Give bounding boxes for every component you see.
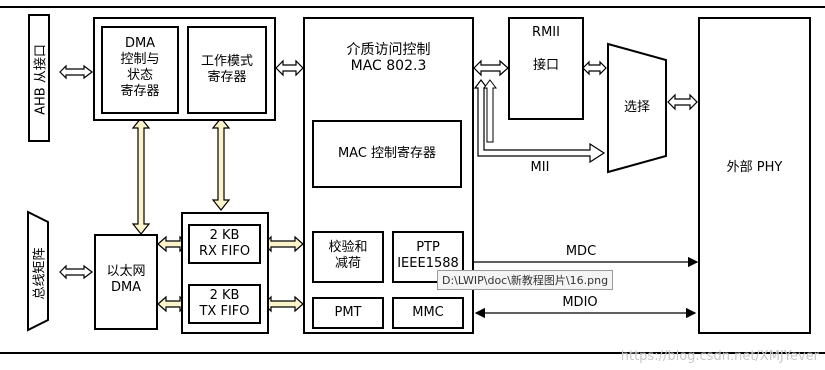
rmii-box — [508, 17, 584, 120]
arrow-select-to-phy — [667, 93, 698, 111]
rx-fifo-label: 2 KB RX FIFO — [198, 228, 251, 259]
watermark: https://blog.csdn.net/XMJYever — [620, 349, 819, 364]
ptp-label: PTP IEEE1588 — [397, 240, 459, 271]
pmt-box — [312, 297, 384, 329]
work-mode-box — [187, 26, 267, 114]
arrow-workmode-to-fifo — [211, 117, 231, 211]
pmt-label: PMT — [334, 305, 362, 320]
mac-ctrl-reg-label: MAC 控制寄存器 — [337, 146, 437, 161]
arrow-ahb-to-host — [59, 64, 93, 80]
mii-label: MII — [530, 160, 550, 175]
dma-control-box — [101, 26, 179, 114]
ptp-box — [392, 231, 464, 283]
eth-dma-label: 以太网 DMA — [106, 264, 146, 295]
arrow-dma-to-eth-dma — [131, 117, 151, 235]
mmc-box — [392, 297, 464, 329]
select-label: 选择 — [623, 100, 650, 115]
tx-fifo-label: 2 KB TX FIFO — [199, 288, 250, 319]
mac-ctrl-reg-box — [312, 120, 462, 188]
arrow-mii-inner — [483, 79, 497, 143]
ext-phy-label: 外部 PHY — [726, 160, 783, 175]
top-rule — [0, 6, 825, 8]
bottom-rule — [0, 352, 825, 354]
arrow-host-to-mac — [275, 59, 304, 77]
arrow-rx-to-mac — [263, 235, 304, 253]
rx-fifo-box — [188, 224, 261, 264]
arrow-tx-to-mac — [263, 295, 304, 313]
ahb-slave-label: AHB 从接口 — [33, 44, 49, 115]
mmc-label: MMC — [412, 305, 444, 320]
mdio-label: MDIO — [562, 295, 598, 310]
checksum-box — [312, 231, 384, 283]
bus-matrix-shape — [27, 210, 49, 332]
arrow-bus-to-dma — [59, 264, 93, 280]
arrow-rmii-to-select — [582, 60, 607, 76]
select-shape — [607, 42, 667, 174]
eth-dma-box — [94, 234, 158, 330]
ext-phy-box — [698, 17, 811, 334]
arrow-mac-to-rmii — [473, 59, 509, 77]
bus-matrix-label: 总线矩阵 — [32, 247, 48, 300]
ahb-slave-box — [28, 14, 50, 142]
file-path-tooltip: D:\LWIP\doc\新教程图片\16.png — [437, 270, 614, 290]
rmii-label: RMII — [532, 25, 560, 40]
mdc-label: MDC — [565, 244, 597, 259]
rmii-iface-label: 接口 — [532, 58, 559, 73]
dma-control-label: DMA 控制与 状态 寄存器 — [120, 36, 160, 99]
tx-fifo-box — [188, 284, 261, 324]
mac-title: 介质访问控制 MAC 802.3 — [346, 42, 431, 74]
work-mode-label: 工作模式 寄存器 — [200, 54, 253, 85]
checksum-label: 校验和 减荷 — [328, 240, 368, 271]
